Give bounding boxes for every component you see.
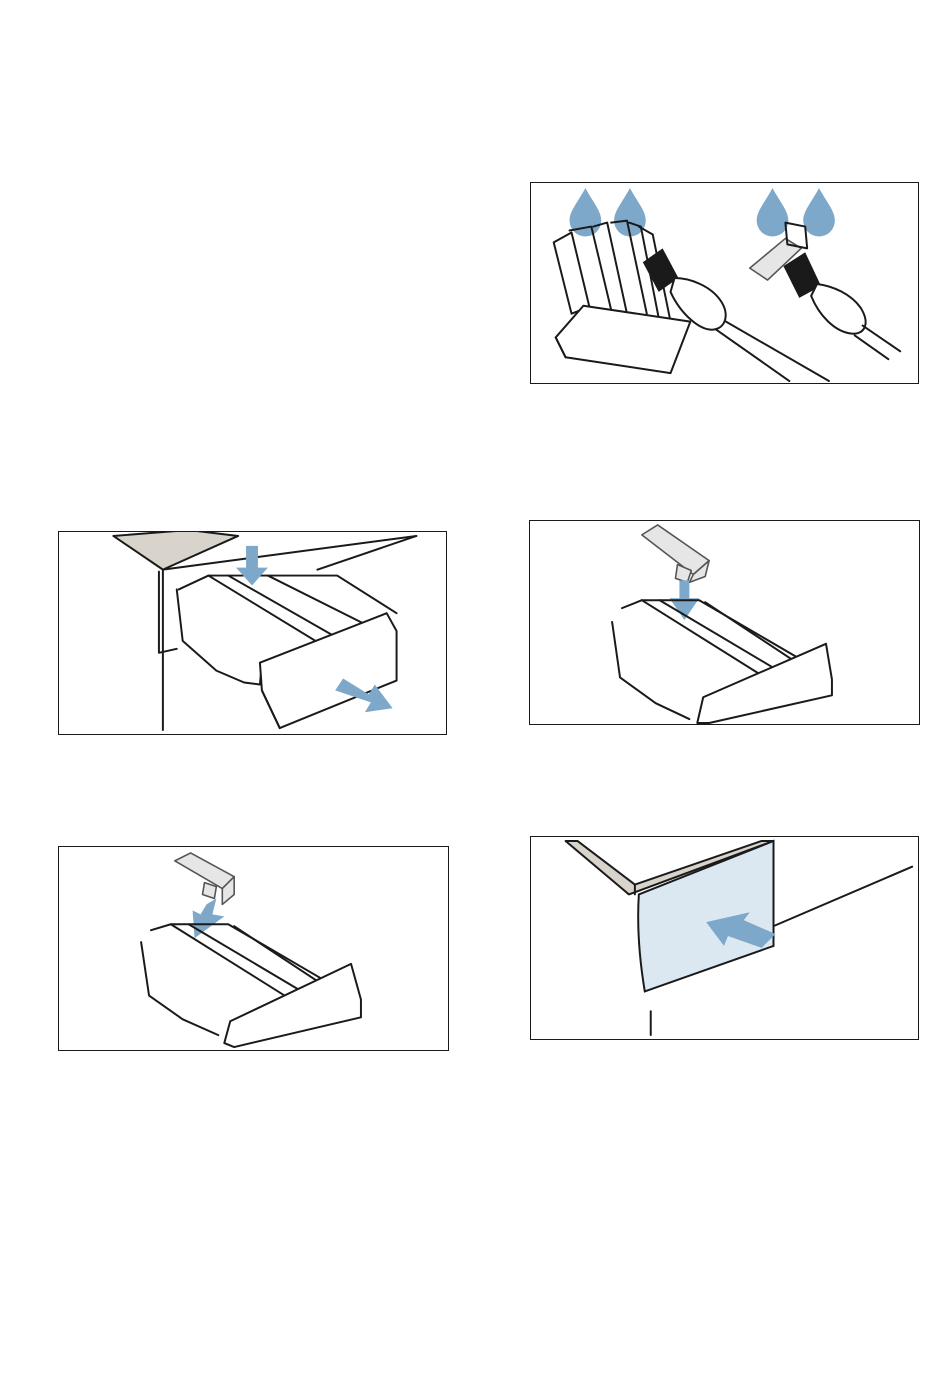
figure-remove-drawer (58, 531, 447, 735)
illustration-insert-siphon (530, 521, 919, 724)
figure-close-drawer (530, 836, 919, 1040)
figure-lift-siphon (58, 846, 449, 1051)
figure-clean-insert (530, 182, 919, 384)
illustration-clean-insert (531, 183, 918, 383)
illustration-close-drawer (531, 837, 918, 1039)
figure-insert-siphon (529, 520, 920, 725)
illustration-lift-siphon (59, 847, 448, 1050)
illustration-remove-drawer (59, 532, 446, 734)
arrow-up-icon (193, 898, 225, 938)
water-drop-icon (803, 188, 835, 237)
arrow-down-icon (236, 546, 268, 586)
water-drop-icon (757, 188, 789, 237)
